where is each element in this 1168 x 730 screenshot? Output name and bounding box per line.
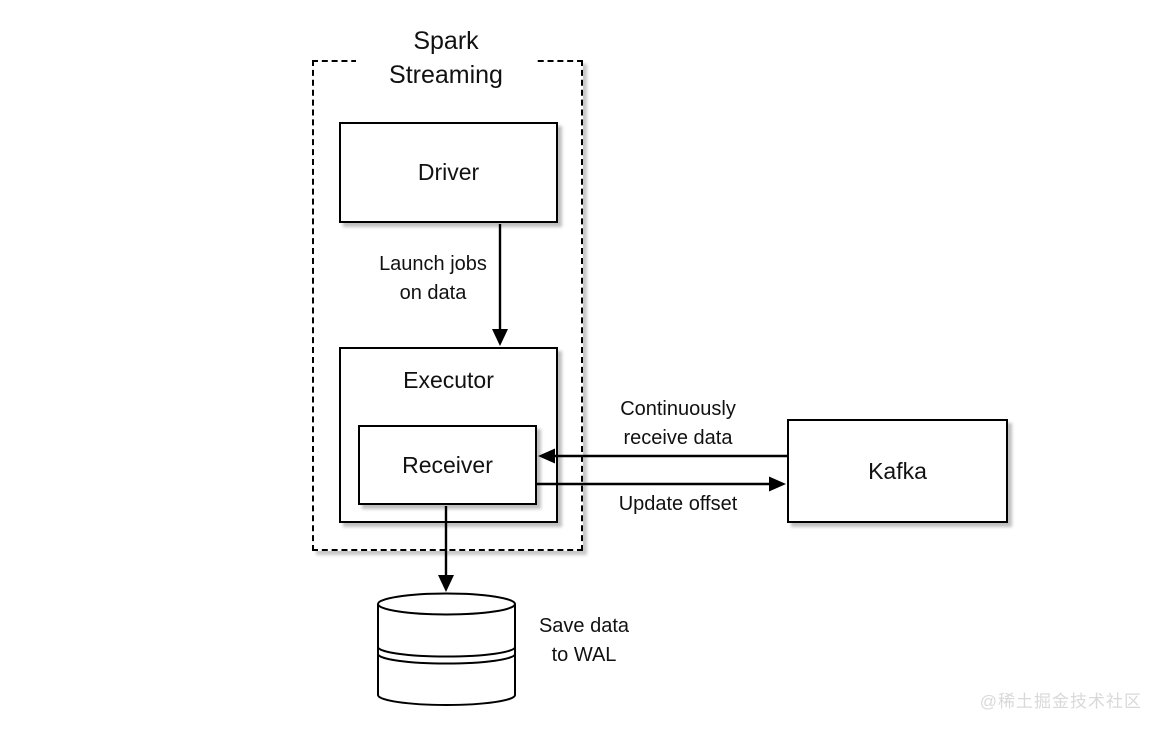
- executor-label: Executor: [403, 367, 494, 393]
- arrowhead-down-icon: [438, 575, 454, 592]
- arrowhead-right-icon: [769, 476, 786, 492]
- watermark-text: @稀土掘金技术社区: [979, 692, 1142, 711]
- spark-streaming-title: Spark Streaming: [356, 24, 536, 92]
- kafka-label: Kafka: [868, 457, 927, 484]
- save-wal-label: Save data to WAL: [538, 615, 630, 666]
- kafka-node: Kafka: [787, 419, 1008, 523]
- wal-database-cylinder-icon: [377, 592, 516, 706]
- receiver-label: Receiver: [402, 451, 493, 478]
- driver-node: Driver: [339, 122, 558, 223]
- driver-label: Driver: [417, 159, 480, 185]
- receive-data-label: Continuously receive data: [620, 398, 736, 449]
- update-offset-label: Update offset: [618, 493, 738, 515]
- launch-jobs-label: Launch jobs on data: [379, 253, 487, 304]
- receiver-node: Receiver: [358, 425, 537, 505]
